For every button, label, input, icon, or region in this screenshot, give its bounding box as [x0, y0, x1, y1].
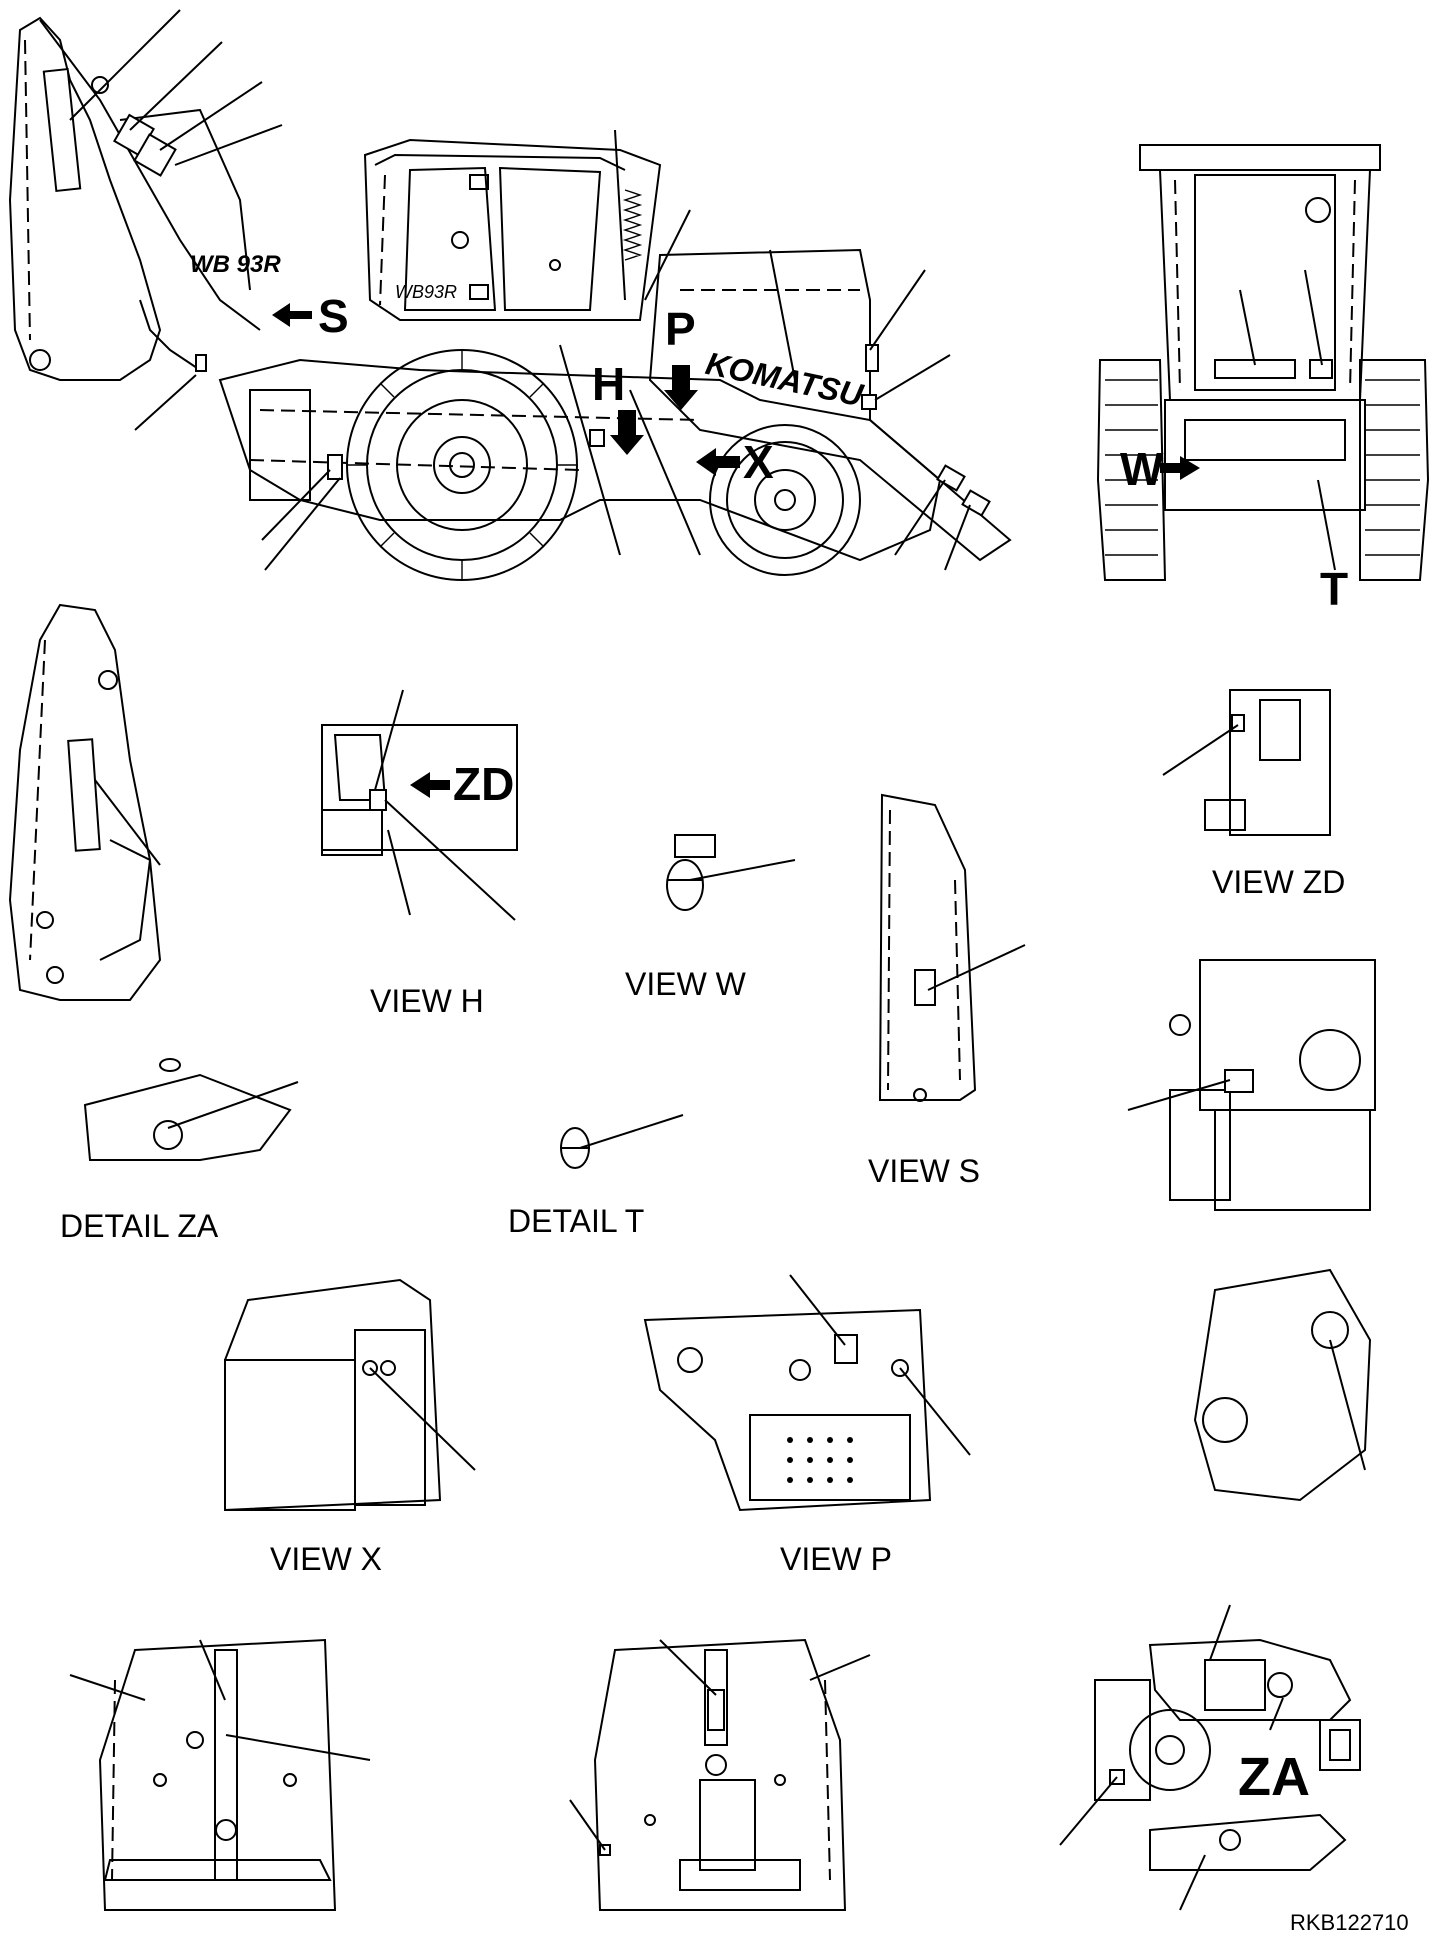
view-w-drawing — [666, 834, 796, 911]
view-letter-zd: ZD — [453, 758, 514, 810]
arrow-w-icon — [1160, 456, 1200, 480]
caption-view-s: VIEW S — [868, 1153, 980, 1189]
caption-view-zd: VIEW ZD — [1212, 864, 1345, 900]
caption-view-h: VIEW H — [370, 983, 484, 1019]
view-letter-h: H — [592, 358, 625, 410]
caption-detail-za: DETAIL ZA — [60, 1208, 219, 1244]
caption-view-x: VIEW X — [270, 1541, 382, 1577]
cab-interior-left — [69, 1638, 371, 1911]
drawing-code: RKB122710 — [1290, 1910, 1409, 1935]
arrow-h-icon — [610, 410, 644, 455]
machine-rear-view: W T — [1096, 144, 1430, 615]
view-letter-t: T — [1320, 563, 1348, 615]
transmission-drawing — [1193, 1268, 1372, 1502]
caption-view-w: VIEW W — [625, 966, 747, 1002]
view-letter-p: P — [665, 303, 696, 355]
machine-side-view: WB93R WB 93R KOMATSU — [8, 9, 1012, 581]
view-letter-s: S — [318, 290, 349, 342]
view-x-drawing — [224, 1278, 476, 1512]
arrow-zd-icon — [410, 772, 450, 798]
view-h-drawing: ZD — [321, 689, 518, 921]
arrow-s-icon — [272, 303, 312, 327]
view-zd-drawing — [1162, 689, 1331, 836]
view-letter-w: W — [1120, 443, 1164, 495]
engine-drawing — [1127, 959, 1376, 1211]
view-p-drawing — [643, 1274, 971, 1512]
cab-interior-right — [569, 1638, 871, 1911]
caption-detail-t: DETAIL T — [508, 1203, 644, 1239]
arrow-x-icon — [696, 448, 740, 476]
brand-mark: KOMATSU — [703, 345, 867, 414]
arrow-p-icon — [664, 365, 698, 410]
detail-t-drawing — [560, 1114, 684, 1169]
detail-za-drawing — [83, 1058, 299, 1161]
model-mark-cab: WB93R — [395, 282, 457, 302]
caption-view-p: VIEW P — [780, 1541, 892, 1577]
console-za-drawing: ZA — [1059, 1604, 1361, 1911]
view-s-drawing — [878, 793, 1026, 1102]
view-letter-za: ZA — [1238, 1747, 1310, 1807]
model-mark-arm: WB 93R — [190, 251, 281, 278]
arm-detail — [8, 603, 162, 1001]
view-letter-x: X — [743, 436, 774, 488]
